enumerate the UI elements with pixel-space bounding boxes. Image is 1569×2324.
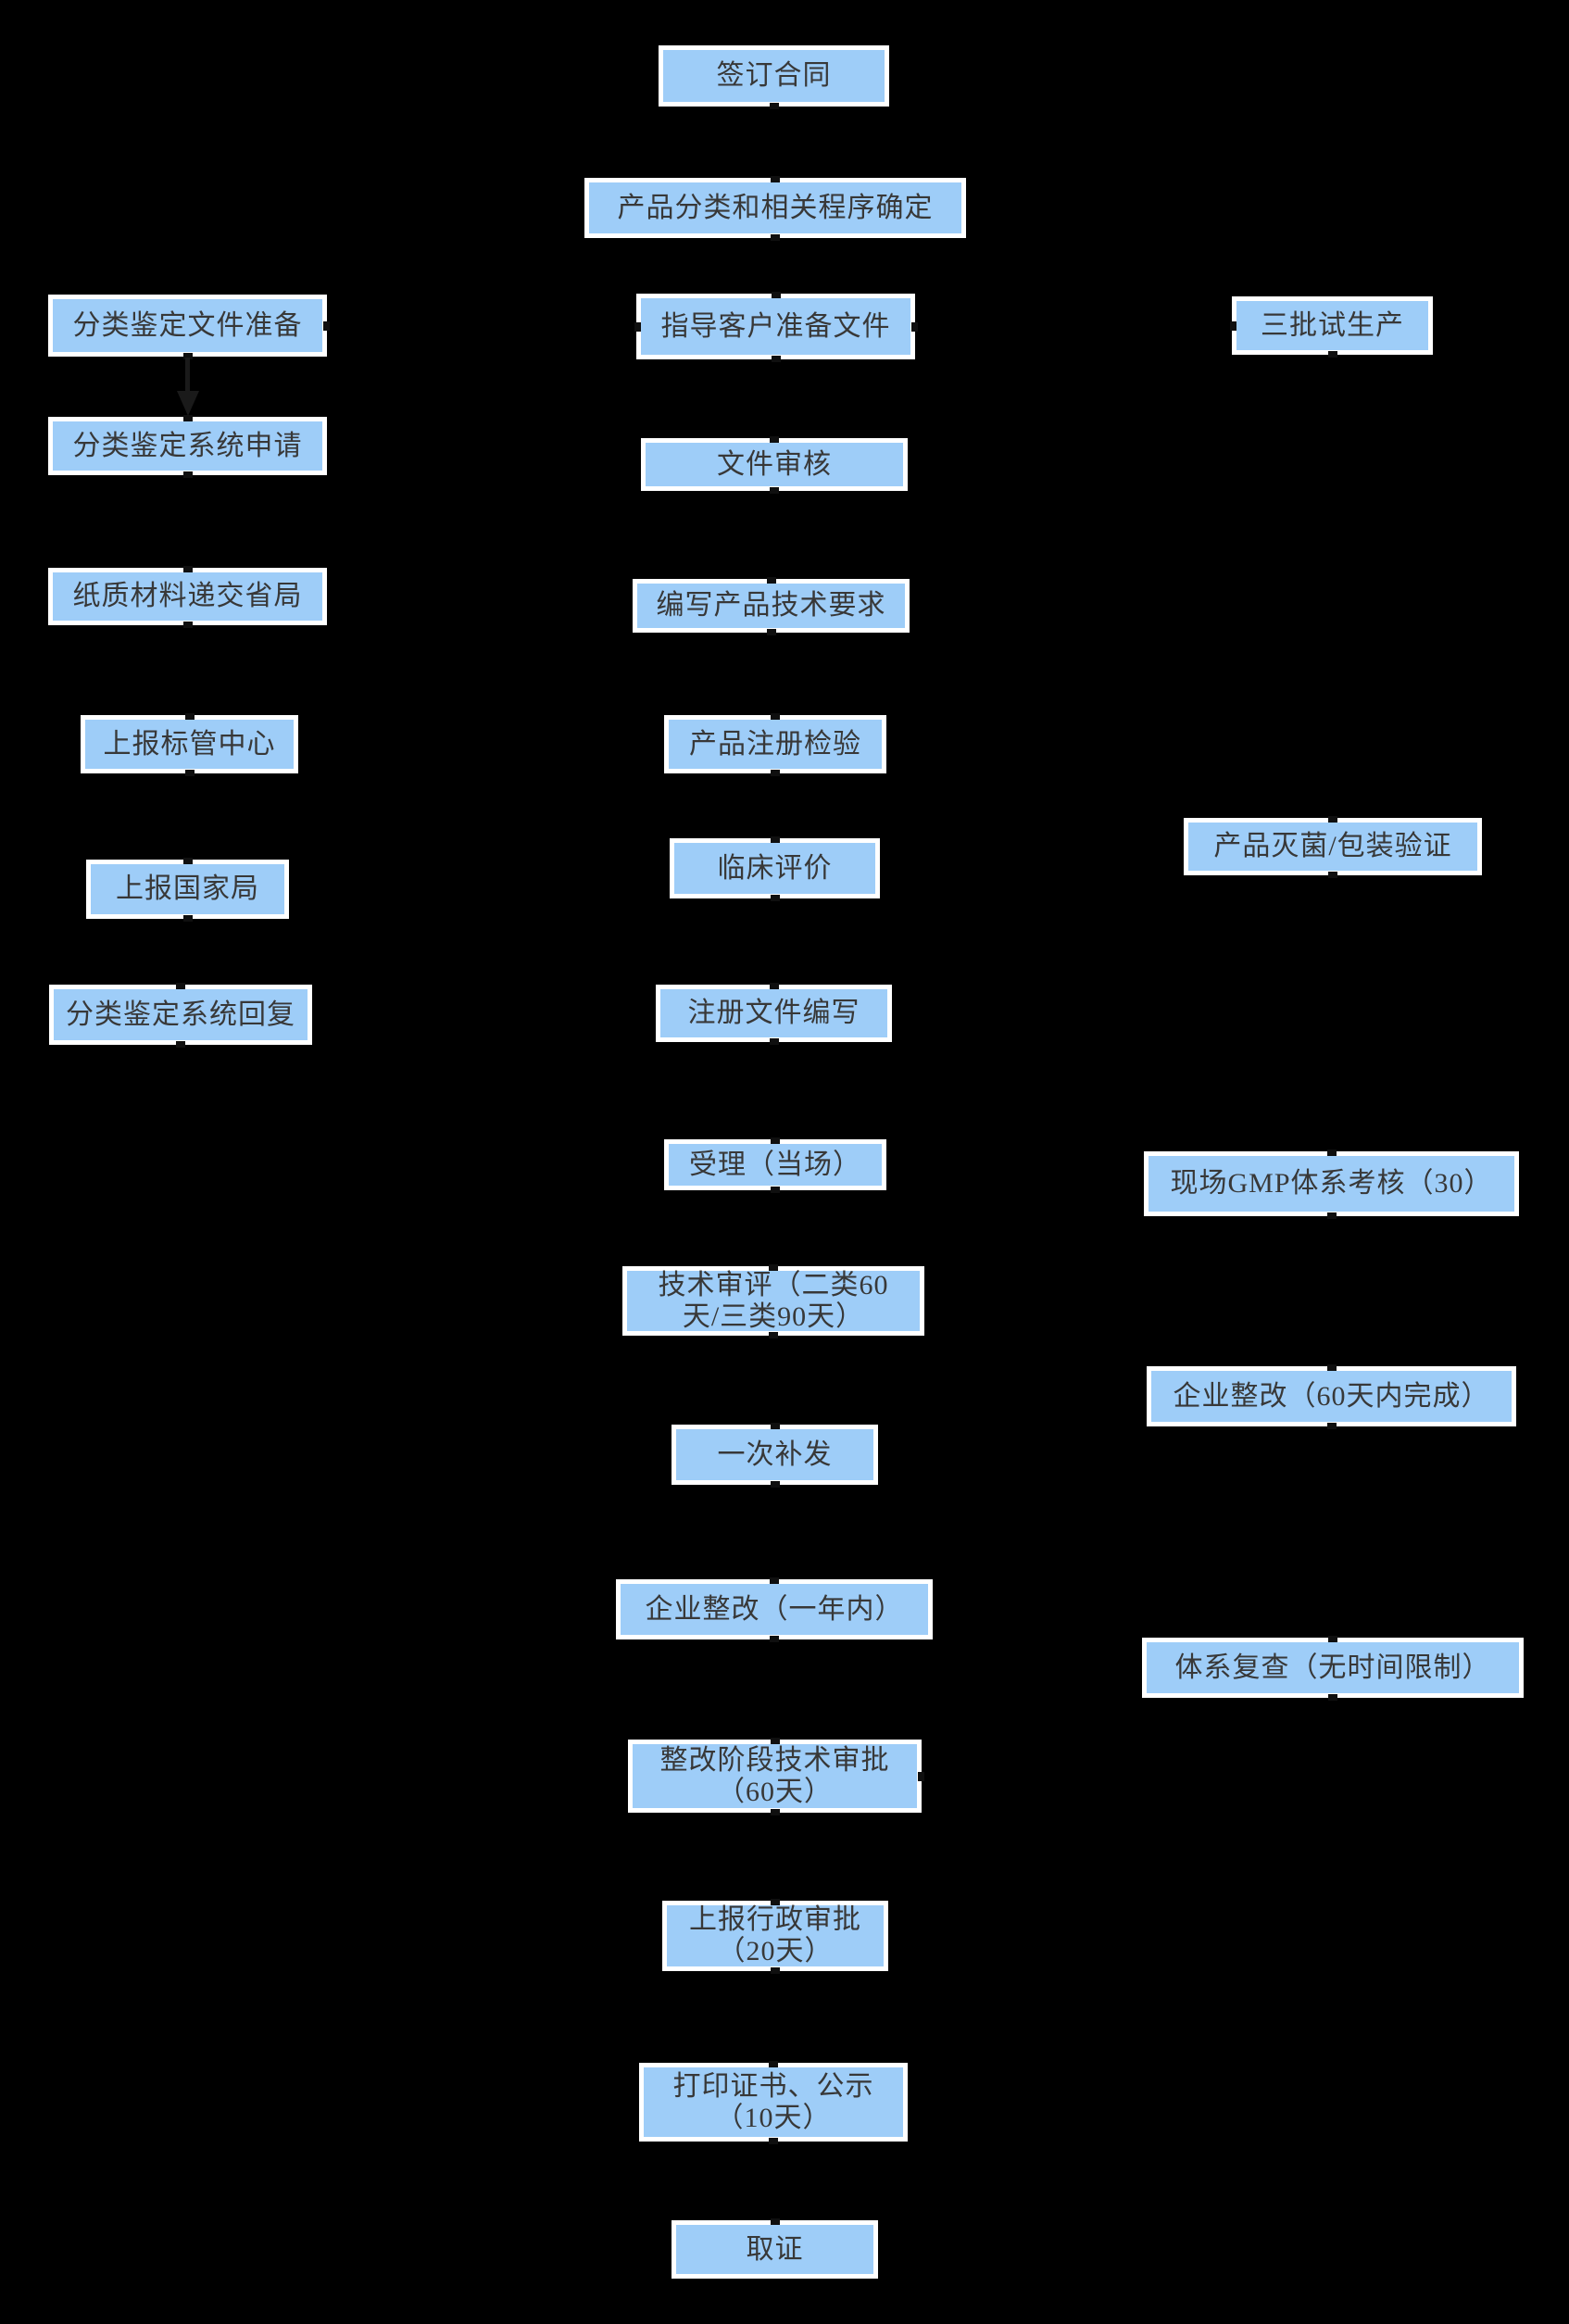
connector-nub	[176, 982, 185, 989]
connector-nub	[769, 1037, 779, 1045]
flow-node-obtain-certificate: 取证	[672, 2220, 878, 2279]
flow-node-acceptance: 受理（当场）	[664, 1139, 886, 1190]
connector-nub	[1326, 1363, 1337, 1371]
flow-node-classification-doc-prep: 分类鉴定文件准备	[48, 295, 327, 357]
flow-node-technical-review: 技术审评（二类60 天/三类90天）	[622, 1266, 924, 1336]
connector-nub	[770, 1422, 780, 1429]
flow-node-write-tech-requirements: 编写产品技术要求	[633, 579, 910, 633]
connector-nub	[770, 2217, 780, 2225]
connector-nub	[917, 1771, 924, 1781]
flow-node-sign-contract: 签订合同	[659, 45, 889, 107]
connector-nub	[771, 1137, 780, 1144]
flow-node-system-recheck: 体系复查（无时间限制）	[1142, 1638, 1524, 1698]
connector-nub	[1328, 871, 1337, 878]
connector-nub	[766, 628, 776, 635]
connector-nub	[182, 352, 193, 359]
connector-nub	[182, 621, 193, 628]
arrow-down-icon	[185, 358, 190, 391]
connector-nub	[182, 471, 193, 478]
flow-node-one-time-supplement: 一次补发	[672, 1425, 878, 1485]
connector-nub	[182, 565, 193, 572]
connector-nub	[769, 982, 779, 989]
connector-nub	[771, 291, 781, 298]
connector-nub	[766, 576, 776, 584]
flow-node-doc-review: 文件审核	[641, 438, 908, 491]
connector-nub	[771, 175, 780, 182]
flow-node-report-standard-center: 上报标管中心	[81, 715, 298, 773]
connector-nub	[770, 435, 779, 443]
connector-nub	[771, 1898, 780, 1905]
flow-node-clinical-evaluation: 临床评价	[670, 838, 880, 898]
flow-node-product-classification: 产品分类和相关程序确定	[584, 178, 966, 238]
flow-node-print-certificate: 打印证书、公示 （10天）	[639, 2063, 908, 2142]
connector-nub	[182, 414, 193, 421]
flow-node-report-national-bureau: 上报国家局	[86, 860, 289, 919]
connector-nub	[770, 1737, 780, 1744]
flow-node-guide-client-docs: 指导客户准备文件	[636, 294, 915, 359]
flow-node-gmp-assessment: 现场GMP体系考核（30）	[1144, 1151, 1519, 1216]
flow-node-classification-system-reply: 分类鉴定系统回复	[49, 985, 312, 1045]
flow-node-admin-approval: 上报行政审批 （20天）	[662, 1901, 888, 1971]
flow-node-company-rectification-60days: 企业整改（60天内完成）	[1147, 1366, 1516, 1426]
connector-nub	[182, 857, 193, 864]
flow-node-classification-system-apply: 分类鉴定系统申请	[48, 417, 327, 475]
connector-nub	[770, 894, 780, 901]
connector-nub	[1326, 1149, 1337, 1156]
connector-nub	[1327, 350, 1337, 358]
connector-nub	[769, 1331, 778, 1338]
flow-node-sterilization-packaging: 产品灭菌/包装验证	[1184, 818, 1482, 875]
connector-nub	[176, 1040, 185, 1048]
connector-nub	[770, 1635, 779, 1642]
connector-nub	[771, 233, 780, 241]
connector-nub	[910, 321, 918, 332]
connector-nub	[1328, 1693, 1337, 1701]
connector-nub	[769, 2060, 778, 2067]
connector-nub	[771, 712, 780, 720]
connector-nub	[182, 914, 193, 922]
flow-node-rectification-tech-approval: 整改阶段技术审批 （60天）	[628, 1740, 922, 1813]
connector-nub	[769, 2137, 778, 2144]
connector-nub	[184, 769, 195, 776]
flow-node-product-registration-test: 产品注册检验	[664, 715, 886, 773]
connector-nub	[1328, 815, 1337, 823]
connector-nub	[1229, 320, 1236, 331]
connector-nub	[770, 1480, 780, 1488]
connector-nub	[1328, 1635, 1337, 1642]
connector-nub	[322, 320, 330, 331]
connector-nub	[769, 1263, 778, 1271]
flow-node-company-rectification-1year: 企业整改（一年内）	[616, 1579, 933, 1639]
flow-node-registration-doc-writing: 注册文件编写	[656, 985, 892, 1042]
connector-nub	[771, 1186, 780, 1193]
connector-nub	[634, 321, 641, 332]
connector-nub	[1326, 1212, 1337, 1219]
flow-node-paper-submit-province: 纸质材料递交省局	[48, 568, 327, 625]
connector-nub	[770, 835, 780, 843]
connector-nub	[771, 1966, 780, 1974]
connector-nub	[770, 1808, 780, 1815]
connector-nub	[769, 102, 779, 109]
connector-nub	[770, 1577, 779, 1584]
connector-nub	[771, 769, 780, 776]
connector-nub	[184, 712, 195, 720]
connector-nub	[771, 355, 781, 362]
connector-nub	[1326, 1422, 1337, 1429]
arrow-head-icon	[176, 391, 199, 416]
flow-node-three-batch-trial: 三批试生产	[1232, 296, 1433, 355]
connector-nub	[770, 486, 779, 494]
